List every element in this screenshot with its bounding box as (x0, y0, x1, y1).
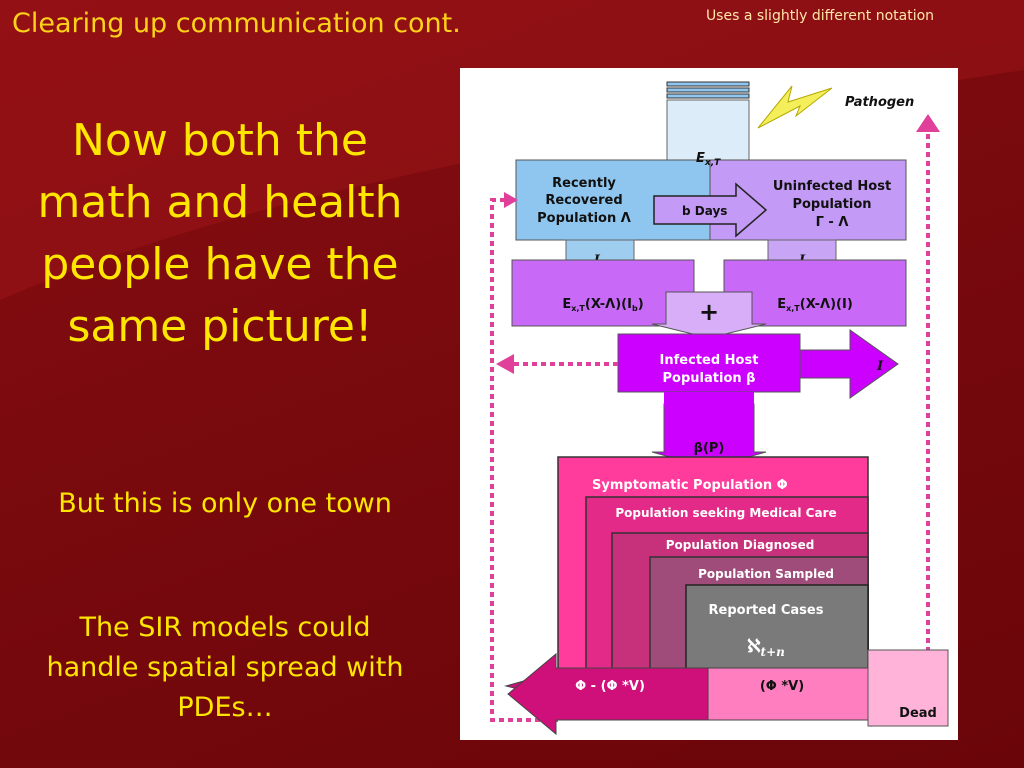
plus-arrow (651, 291, 767, 339)
diagram-panel: Pathogen Ex,T Recently Recovered Populat… (460, 68, 958, 740)
uninfected-line-1: Uninfected Host (773, 179, 891, 194)
lightning-icon (757, 85, 833, 129)
sub-text-one-town: But this is only one town (58, 488, 392, 519)
reported-cases-box (685, 584, 869, 674)
i-right-arrow (799, 329, 899, 399)
recovered-line-2: Recovered (545, 193, 622, 208)
b-days-label: b Days (682, 204, 727, 218)
symptomatic-label: Symptomatic Population Φ (592, 478, 788, 493)
right-formula-box (723, 259, 907, 327)
seeking-care-label: Population seeking Medical Care (615, 506, 836, 520)
uninfected-line-2: Population (792, 197, 871, 212)
dead-box (867, 649, 949, 727)
slide-title: Clearing up communication cont. (12, 8, 461, 39)
dotted-pathogen-loop (912, 114, 940, 710)
notation-note: Uses a slightly different notation (705, 8, 935, 24)
b-days-arrow (653, 182, 768, 238)
infected-line-2: Population β (663, 371, 756, 386)
left-formula-box (511, 259, 695, 327)
recovered-line-1: Recently (552, 176, 616, 191)
plus-sign: + (699, 298, 719, 326)
beta-p-label: β(P) (694, 441, 725, 456)
pathogen-source (666, 81, 750, 99)
diagnosed-label: Population Diagnosed (666, 538, 815, 552)
dotted-return-left (490, 192, 618, 722)
infected-line-1: Infected Host (660, 353, 759, 368)
headline-text: Now both the math and health people have… (37, 115, 403, 352)
sub-text-spatial-spread: The SIR models could handle spatial spre… (46, 612, 404, 723)
phi-minus-label: Φ - (Φ *V) (575, 679, 645, 694)
sir-surveillance-diagram: Pathogen Ex,T Recently Recovered Populat… (490, 81, 949, 736)
dead-label: Dead (899, 706, 937, 721)
i-right-label: I (876, 359, 884, 374)
phi-v-label: (Φ *V) (760, 679, 804, 694)
uninfected-line-3: Γ - Λ (816, 215, 849, 230)
recovered-line-3: Population Λ (537, 211, 631, 226)
pathogen-label: Pathogen (845, 95, 914, 110)
sampled-label: Population Sampled (698, 567, 834, 581)
reported-cases-label: Reported Cases (709, 603, 824, 618)
